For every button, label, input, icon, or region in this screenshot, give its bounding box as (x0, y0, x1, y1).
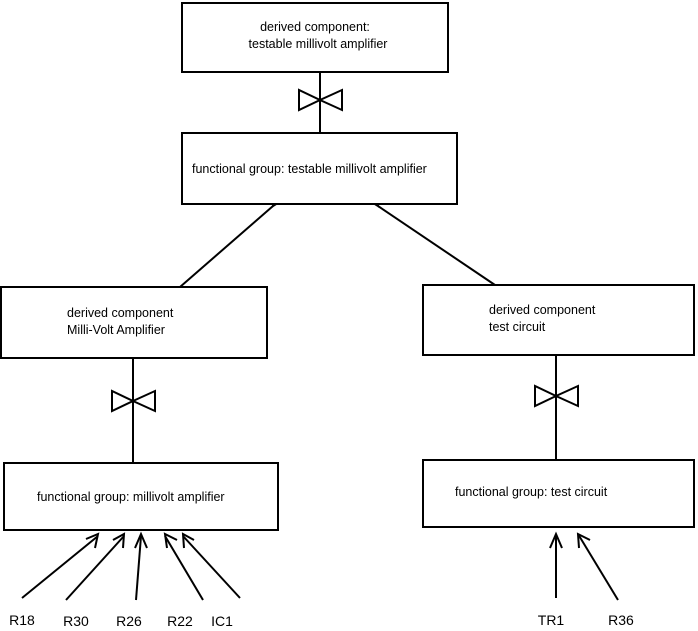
leaf-label-tr1: TR1 (538, 612, 565, 628)
leaf-label-r30: R30 (63, 613, 89, 629)
arrowhead-leaf-r18 (85, 532, 100, 549)
node-right-derived-component-line1: derived component (489, 303, 596, 317)
edge-leaf-r26 (135, 535, 142, 601)
leaf-label-r22: R22 (167, 613, 193, 629)
node-right-functional-group-box[interactable] (422, 459, 695, 528)
node-right-functional-group[interactable]: functional group: test circuit (422, 459, 695, 528)
arrowhead-leaf-r26 (134, 531, 148, 549)
edge-leaf-r18 (21, 535, 99, 599)
node-right-derived-component[interactable]: derived component test circuit (422, 284, 695, 356)
leaf-label-ic1: IC1 (211, 613, 233, 629)
bowtie-icon-left (111, 389, 156, 413)
node-top-functional-group[interactable]: functional group: testable millivolt amp… (181, 132, 458, 205)
node-top-derived-component-line2: testable millivolt amplifier (249, 37, 388, 51)
edge-right-derived-to-top-functional (377, 205, 496, 286)
arrowhead-leaf-r22 (163, 532, 178, 549)
bowtie-icon-top (298, 88, 343, 112)
node-top-derived-component-line1: derived component: (260, 20, 370, 34)
node-left-derived-component-box[interactable] (0, 286, 268, 359)
edge-leaf-r36 (577, 533, 619, 601)
arrowhead-leaf-ic1 (181, 532, 195, 549)
node-left-derived-component-line1: derived component (67, 306, 174, 320)
node-top-derived-component-box[interactable] (181, 2, 449, 73)
node-top-functional-group-label: functional group: testable millivolt amp… (192, 162, 427, 176)
node-left-functional-group-box[interactable] (3, 462, 279, 531)
node-left-derived-component[interactable]: derived component Milli-Volt Amplifier (0, 286, 268, 359)
arrowhead-leaf-r36 (576, 532, 591, 549)
node-top-functional-group-box[interactable] (181, 132, 458, 205)
bowtie-icon-right (534, 384, 579, 408)
node-top-derived-component[interactable]: derived component: testable millivolt am… (181, 2, 449, 73)
leaf-label-r36: R36 (608, 612, 634, 628)
edge-leaf-r30 (65, 535, 125, 601)
node-right-derived-component-line2: test circuit (489, 320, 546, 334)
leaf-label-r18: R18 (9, 612, 35, 628)
node-left-functional-group-label: functional group: millivolt amplifier (37, 490, 225, 504)
edge-leaf-ic1 (182, 535, 241, 599)
node-left-derived-component-line2: Milli-Volt Amplifier (67, 323, 165, 337)
edge-leaf-r22 (164, 535, 204, 601)
arrowhead-leaf-tr1 (549, 531, 563, 549)
edge-left-derived-to-top-functional (179, 205, 274, 288)
node-left-functional-group[interactable]: functional group: millivolt amplifier (3, 462, 279, 531)
arrowhead-leaf-r30 (112, 532, 126, 549)
node-right-functional-group-label: functional group: test circuit (455, 485, 608, 499)
leaf-label-r26: R26 (116, 613, 142, 629)
node-right-derived-component-box[interactable] (422, 284, 695, 356)
